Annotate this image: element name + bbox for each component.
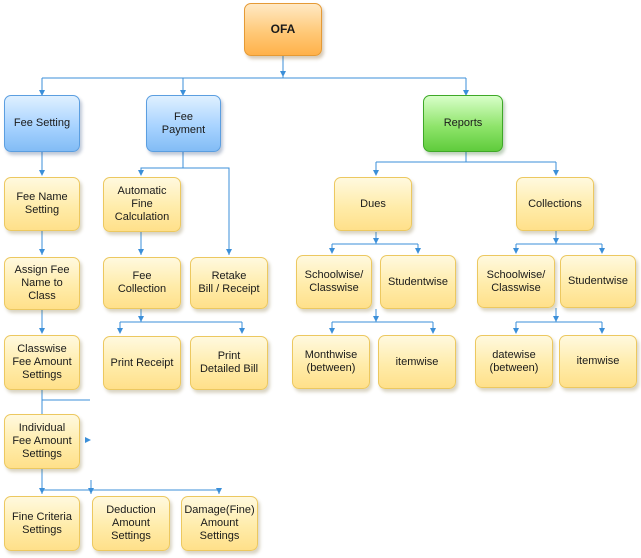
node-reports[interactable]: Reports xyxy=(423,95,503,152)
node-classwise-fee-amount[interactable]: Classwise Fee Amount Settings xyxy=(4,335,80,390)
node-print-detailed-bill[interactable]: Print Detailed Bill xyxy=(190,336,268,390)
node-fee-payment[interactable]: Fee Payment xyxy=(146,95,221,152)
arrow-fee-setting xyxy=(39,90,45,96)
arrow-collections xyxy=(553,170,559,176)
arrow-col-itemwise xyxy=(599,328,605,334)
node-deduction-amount[interactable]: Deduction Amount Settings xyxy=(92,496,170,551)
arrow-datewise xyxy=(513,328,519,334)
node-fee-name-setting[interactable]: Fee Name Setting xyxy=(4,177,80,231)
arrow-fee-name-setting xyxy=(39,170,45,176)
connector-reports xyxy=(375,152,557,175)
arrow-deduction xyxy=(88,488,94,494)
arrow-ofa-down xyxy=(280,71,286,77)
node-ofa[interactable]: OFA xyxy=(244,3,322,56)
arrow-automatic-fine xyxy=(138,170,144,176)
arrow-assign-fee xyxy=(39,249,45,255)
arrow-classwise xyxy=(39,328,45,334)
node-fee-setting[interactable]: Fee Setting xyxy=(4,95,80,152)
arrow-col-sub-out xyxy=(553,316,559,322)
arrow-fee-collection-out xyxy=(138,316,144,322)
connector-ofa-bus xyxy=(41,56,467,95)
node-collections[interactable]: Collections xyxy=(516,177,594,231)
arrow-col-studentwise xyxy=(599,248,605,254)
arrow-dues xyxy=(373,170,379,176)
node-damage-fine[interactable]: Damage(Fine) Amount Settings xyxy=(181,496,258,551)
arrow-collections-out xyxy=(553,238,559,244)
connector-fee-payment xyxy=(119,152,243,333)
node-assign-fee-name[interactable]: Assign Fee Name to Class xyxy=(4,257,80,310)
node-datewise[interactable]: datewise (between) xyxy=(475,335,553,388)
node-dues-schoolwise[interactable]: Schoolwise/ Classwise xyxy=(296,255,372,309)
arrow-damage xyxy=(216,488,222,494)
arrow-retake xyxy=(226,249,232,255)
arrow-print-receipt xyxy=(117,328,123,334)
node-fine-criteria[interactable]: Fine Criteria Settings xyxy=(4,496,80,551)
arrow-monthwise xyxy=(329,328,335,334)
arrow-col-schoolwise xyxy=(513,248,519,254)
arrow-dues-itemwise xyxy=(430,328,436,334)
node-automatic-fine[interactable]: Automatic Fine Calculation xyxy=(103,177,181,232)
arrow-dues-out xyxy=(373,238,379,244)
arrow-fine-criteria xyxy=(39,488,45,494)
arrow-dues-sub-out xyxy=(373,316,379,322)
node-monthwise[interactable]: Monthwise (between) xyxy=(292,335,370,389)
node-fee-collection[interactable]: Fee Collection xyxy=(103,257,181,309)
arrow-reports xyxy=(463,90,469,96)
arrow-fee-collection xyxy=(138,249,144,255)
node-dues-itemwise[interactable]: itemwise xyxy=(378,335,456,389)
node-col-schoolwise[interactable]: Schoolwise/ Classwise xyxy=(477,255,555,308)
node-col-studentwise[interactable]: Studentwise xyxy=(560,255,636,308)
arrow-print-bill xyxy=(239,328,245,334)
node-dues-studentwise[interactable]: Studentwise xyxy=(380,255,456,309)
node-col-itemwise[interactable]: itemwise xyxy=(559,335,637,388)
node-print-receipt[interactable]: Print Receipt xyxy=(103,336,181,390)
arrow-dues-studentwise xyxy=(415,248,421,254)
arrowheads xyxy=(39,71,605,494)
node-retake-bill[interactable]: Retake Bill / Receipt xyxy=(190,257,268,309)
arrow-individual-right xyxy=(85,437,91,443)
node-individual-fee-amount[interactable]: Individual Fee Amount Settings xyxy=(4,414,80,469)
arrow-fee-payment xyxy=(180,90,186,96)
arrow-dues-schoolwise xyxy=(329,248,335,254)
node-dues[interactable]: Dues xyxy=(334,177,412,231)
